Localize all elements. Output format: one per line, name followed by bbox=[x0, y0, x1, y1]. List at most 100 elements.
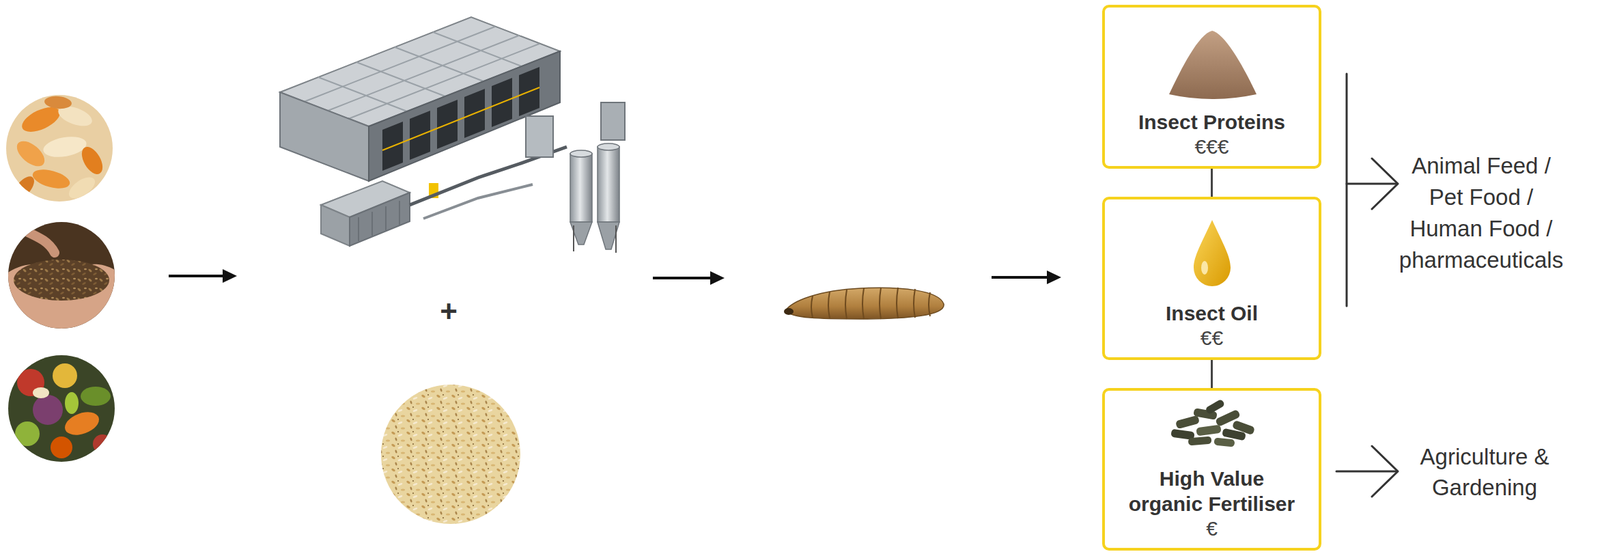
product-name: Insect Proteins bbox=[1138, 109, 1286, 135]
food-waste-image-part bbox=[32, 387, 50, 399]
output-arrow-part bbox=[1371, 445, 1398, 497]
larva-illustration-part-part bbox=[862, 288, 864, 319]
insect-factory-illustration-part bbox=[572, 225, 575, 252]
feed-substrate-image-part bbox=[379, 382, 523, 526]
larva-illustration-part-part bbox=[879, 287, 881, 319]
grain-hand-image-part bbox=[13, 225, 55, 253]
orange-peel-image-part bbox=[77, 143, 108, 178]
fertiliser-pellets-icon bbox=[1170, 398, 1256, 448]
insect-factory-illustration-part-part bbox=[371, 211, 373, 236]
food-waste-image bbox=[6, 353, 120, 467]
larva-illustration-part-part bbox=[828, 291, 830, 319]
insect-factory-illustration-part bbox=[349, 192, 410, 246]
insect-factory-illustration-part-part bbox=[356, 62, 446, 97]
insect-factory-illustration-part-part bbox=[318, 77, 407, 112]
insect-factory-illustration-part bbox=[423, 184, 533, 219]
food-waste-image-part bbox=[64, 391, 79, 414]
food-waste-image-part bbox=[61, 407, 102, 440]
insect-factory-illustration-part bbox=[570, 150, 593, 158]
larva-illustration bbox=[783, 287, 944, 319]
product-box: Insect Proteins€€€ bbox=[1102, 4, 1322, 169]
connector-line bbox=[1210, 168, 1213, 197]
process-arrow-part bbox=[991, 275, 1054, 279]
process-arrow-part bbox=[222, 269, 237, 283]
product-box: High Value organic Fertiliser€ bbox=[1102, 387, 1322, 551]
orange-peel-image-part bbox=[41, 133, 89, 161]
orange-peel-image-part bbox=[9, 172, 38, 203]
orange-peel-image-part bbox=[12, 136, 49, 172]
orange-peel-image bbox=[3, 92, 117, 205]
orange-peel-image-part bbox=[30, 165, 72, 192]
insect-factory-illustration-part bbox=[570, 153, 593, 222]
process-arrow bbox=[168, 269, 1062, 285]
insect-factory-illustration-part bbox=[600, 102, 625, 140]
larva-illustration-part bbox=[783, 307, 794, 315]
insect-factory-illustration-part bbox=[320, 204, 350, 246]
larva-illustration-part-part bbox=[896, 287, 898, 319]
insect-factory-illustration-part bbox=[382, 87, 540, 151]
product-name: High Value organic Fertiliser bbox=[1124, 465, 1301, 517]
insect-factory-illustration-part-part bbox=[382, 87, 540, 151]
fertiliser-pellets-icon-part bbox=[1204, 398, 1226, 416]
product-name: Insect Oil bbox=[1165, 300, 1258, 326]
food-waste-image-part bbox=[92, 434, 112, 454]
food-waste-image-part bbox=[15, 421, 40, 446]
output-bracket-part bbox=[1346, 183, 1398, 186]
insect-factory-illustration-part-part bbox=[385, 206, 387, 231]
process-arrow-part bbox=[710, 271, 725, 285]
food-waste-image-part bbox=[80, 386, 111, 406]
food-waste-image-part bbox=[6, 353, 120, 467]
grain-hand-image-part bbox=[13, 259, 110, 301]
output-bracket-part bbox=[1371, 158, 1398, 209]
insect-factory-illustration-part bbox=[279, 92, 369, 181]
orange-peel-image-part bbox=[3, 92, 117, 205]
food-waste-image-part bbox=[52, 363, 78, 388]
insect-factory-illustration-part bbox=[382, 66, 540, 171]
orange-peel-image-part bbox=[43, 94, 72, 110]
oil-drop-icon-part bbox=[1193, 219, 1231, 287]
value-rating: € bbox=[1205, 516, 1218, 541]
process-arrow-part bbox=[652, 276, 717, 280]
process-arrow-part bbox=[168, 274, 229, 278]
insect-factory-illustration-part bbox=[358, 200, 400, 242]
insect-factory-illustration-part bbox=[597, 146, 620, 222]
fertiliser-pellets-icon-part bbox=[1213, 437, 1235, 447]
insect-factory-illustration-part bbox=[525, 116, 554, 158]
connector-line bbox=[1210, 359, 1213, 388]
output-bracket-part bbox=[1345, 73, 1349, 306]
use-label: Animal Feed / Pet Food / Human Food / ph… bbox=[1395, 150, 1568, 276]
larva-illustration-part-part bbox=[845, 289, 847, 319]
output-arrow-part bbox=[1336, 470, 1398, 473]
insect-factory-illustration-part-part bbox=[398, 200, 401, 225]
fertiliser-pellets-icon-part bbox=[1175, 415, 1200, 429]
output-bracket bbox=[1346, 73, 1398, 306]
larva-illustration-part-part bbox=[913, 288, 916, 318]
insect-factory-illustration-part bbox=[368, 51, 560, 181]
food-waste-image-part bbox=[50, 436, 73, 459]
output-arrow bbox=[1336, 445, 1398, 497]
feed-substrate-image bbox=[379, 382, 523, 526]
insect-factory-illustration bbox=[279, 17, 625, 253]
insect-factory-illustration-part bbox=[615, 225, 617, 253]
plus-sign: + bbox=[428, 293, 470, 330]
larva-illustration-part bbox=[785, 287, 944, 319]
process-arrow-part bbox=[1046, 270, 1062, 285]
larva-illustration-part bbox=[811, 287, 931, 319]
insect-factory-illustration-part bbox=[597, 143, 620, 151]
insect-factory-illustration-part-part bbox=[432, 32, 522, 67]
value-rating: €€€ bbox=[1194, 134, 1229, 160]
food-waste-image-part bbox=[32, 394, 63, 425]
larva-illustration-part-part bbox=[928, 292, 931, 317]
protein-powder-icon bbox=[1169, 30, 1257, 100]
fertiliser-pellets-icon-part bbox=[1195, 424, 1221, 437]
orange-peel-image-part bbox=[65, 172, 100, 203]
insect-factory-illustration-part-part bbox=[357, 217, 360, 242]
fertiliser-pellets-icon-part bbox=[1188, 436, 1213, 446]
product-box: Insect Oil€€ bbox=[1102, 196, 1322, 360]
oil-drop-icon bbox=[1193, 219, 1231, 287]
grain-hand-image bbox=[6, 220, 120, 335]
value-rating: €€ bbox=[1200, 325, 1224, 351]
